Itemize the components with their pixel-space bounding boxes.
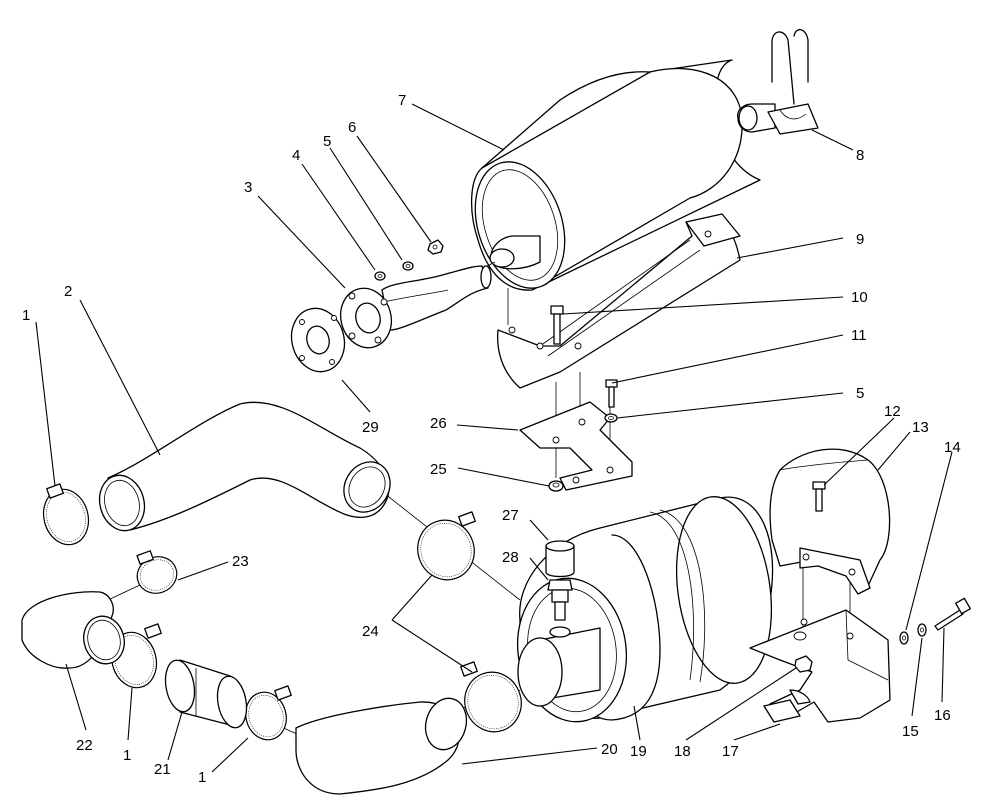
callout-16: 16 (934, 707, 951, 724)
callout-10: 10 (851, 289, 868, 306)
callout-12: 12 (884, 403, 901, 420)
callout-23: 23 (232, 553, 249, 570)
callout-27: 27 (502, 507, 519, 524)
hose-clamp-1c (245, 685, 292, 741)
washer-5b (604, 413, 618, 423)
mount-bracket-17 (749, 609, 891, 723)
callout-18: 18 (674, 743, 691, 760)
callout-25: 25 (430, 461, 447, 478)
muffler-strap (496, 213, 741, 389)
callout-1a: 1 (22, 307, 30, 324)
bolt-12 (812, 481, 826, 512)
hose-20 (295, 697, 468, 795)
callout-labels: 1 2 3 4 5 6 7 8 9 10 11 5 12 13 14 26 29… (22, 92, 961, 786)
bolt-10 (550, 305, 564, 345)
nut-18 (794, 655, 813, 673)
callout-7: 7 (398, 92, 406, 109)
callout-8: 8 (856, 147, 864, 164)
hose-clamp-24b (460, 661, 522, 733)
gasket-29 (290, 307, 346, 373)
vacuator-valve-27 (545, 540, 575, 578)
flange-3 (339, 287, 393, 349)
callout-21: 21 (154, 761, 171, 778)
callout-15: 15 (902, 723, 919, 740)
nut-25 (548, 480, 564, 492)
callout-20: 20 (601, 741, 618, 758)
lock-washer-15 (917, 623, 927, 637)
hose-2 (98, 401, 391, 532)
tube-21 (164, 659, 248, 729)
air-cleaner (516, 496, 774, 723)
callout-3: 3 (244, 179, 252, 196)
callout-6: 6 (348, 119, 356, 136)
callout-19: 19 (630, 743, 647, 760)
callout-2: 2 (64, 283, 72, 300)
callout-1c: 1 (198, 769, 206, 786)
u-bolt-clamp (767, 29, 819, 135)
callout-1b: 1 (123, 747, 131, 764)
callout-26: 26 (430, 415, 447, 432)
callout-4: 4 (292, 147, 300, 164)
callout-22: 22 (76, 737, 93, 754)
callout-5b: 5 (856, 385, 864, 402)
washer-14 (899, 631, 909, 645)
callout-29: 29 (362, 419, 379, 436)
callout-28: 28 (502, 549, 519, 566)
hose-clamp-23 (136, 550, 178, 594)
callout-11: 11 (851, 327, 867, 344)
leader-lines (35, 103, 953, 773)
callout-5a: 5 (323, 133, 331, 150)
washer-5a (402, 261, 414, 271)
hose-clamp-24a (417, 511, 476, 581)
hose-clamp-1a (42, 483, 90, 546)
callout-13: 13 (912, 419, 929, 436)
elbow-22 (21, 591, 125, 669)
air-cleaner-band (769, 448, 891, 595)
bolt-16 (934, 597, 971, 631)
exhaust-elbow (381, 265, 492, 331)
bolt-11 (605, 379, 618, 408)
lock-washer-4 (374, 271, 386, 281)
callout-9: 9 (856, 231, 864, 248)
muffler (470, 59, 776, 291)
callout-14: 14 (944, 439, 961, 456)
nut-6 (427, 239, 444, 255)
fitting-28 (547, 579, 573, 621)
callout-17: 17 (722, 743, 739, 760)
callout-24: 24 (362, 623, 379, 640)
